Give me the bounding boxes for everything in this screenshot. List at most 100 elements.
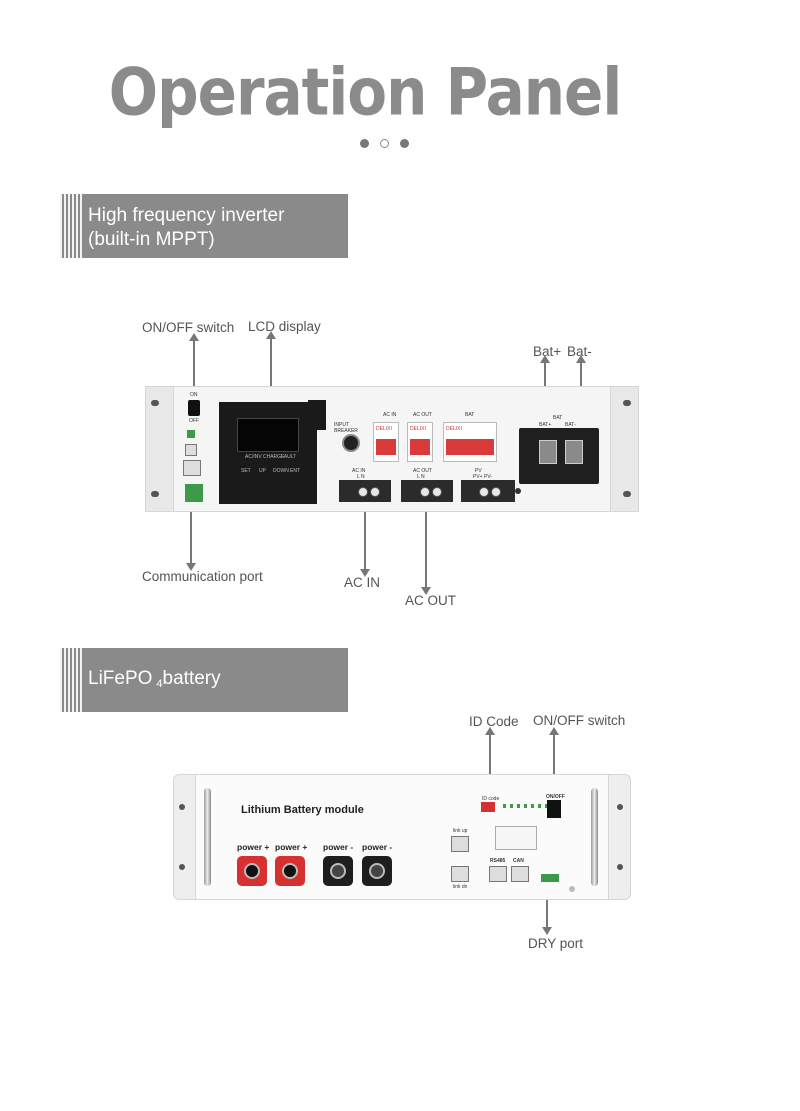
input-breaker-knob[interactable]	[342, 434, 360, 452]
breaker-label-bat: BAT	[465, 412, 475, 418]
breaker-label-acin: AC IN	[383, 412, 397, 418]
callout-ac-in: AC IN	[344, 575, 381, 590]
switch-on-label: ON	[190, 392, 198, 398]
mount-hole	[617, 864, 623, 870]
terminal-screw	[491, 487, 501, 497]
arrow-comm	[186, 512, 196, 571]
link-dn-label: link dn	[453, 884, 468, 890]
rs485-port[interactable]	[489, 866, 507, 882]
arrow-ac-out	[421, 512, 431, 595]
breaker-bat[interactable]	[443, 422, 497, 462]
status-leds	[503, 804, 553, 808]
lcd-led-fault: FAULT	[281, 454, 297, 460]
battery-terminal-block[interactable]	[519, 428, 599, 484]
banner-battery-tail: battery	[162, 668, 221, 689]
lcd-key-down[interactable]: DOWN	[273, 468, 289, 474]
comm-port-green[interactable]	[187, 430, 195, 438]
dry-contact-terminal[interactable]	[185, 484, 203, 502]
battery-power-switch[interactable]	[547, 800, 561, 818]
bat-minus-label: BAT-	[565, 422, 576, 428]
bat-terminal-label: BAT	[553, 415, 563, 421]
banner-stripes	[60, 648, 82, 712]
power-positive-connector[interactable]	[237, 856, 267, 886]
link-up-label: link up	[453, 828, 468, 834]
callout-lcd-display: LCD display	[248, 319, 321, 334]
bat-plus-terminal[interactable]	[539, 440, 557, 464]
callout-ac-out: AC OUT	[405, 593, 457, 608]
terminal-label-pv: PV	[475, 468, 482, 474]
lcd-led-acinv: AC/INV	[245, 454, 262, 460]
battery-onoff-label: ON/OFF	[546, 794, 565, 800]
lcd-screen	[237, 418, 299, 452]
arrow-lcd	[266, 331, 276, 406]
mount-hole	[617, 804, 623, 810]
inverter-device: ON OFF AC/INV CHARGE FAULT SET UP DOWN E…	[145, 386, 639, 512]
breaker-acin[interactable]	[373, 422, 399, 462]
power-label-pos1: power +	[237, 842, 270, 852]
callout-onoff-switch: ON/OFF switch	[142, 320, 235, 335]
section-banner-inverter: High frequency inverter (built-in MPPT)	[60, 194, 348, 258]
callout-communication-port: Communication port	[142, 569, 263, 584]
page-title: Operation Panel	[108, 53, 622, 131]
lcd-key-up[interactable]: UP	[259, 468, 266, 474]
terminal-screw	[370, 487, 380, 497]
input-breaker-label: INPUT BREAKER	[334, 422, 358, 434]
lcd-key-set[interactable]: SET	[241, 468, 251, 474]
carousel-dot[interactable]	[360, 139, 369, 148]
terminal-label-acin: AC IN	[352, 468, 366, 474]
power-switch[interactable]	[188, 400, 200, 416]
banner-title-line1: High frequency inverter	[88, 205, 285, 226]
power-positive-connector[interactable]	[275, 856, 305, 886]
lcd-key-ent[interactable]: ENT	[290, 468, 300, 474]
usb-port[interactable]	[185, 444, 197, 456]
terminal-sub-acout: L N	[417, 474, 425, 480]
id-code-label: ID code	[482, 796, 500, 802]
power-label-neg2: power -	[362, 842, 393, 852]
breaker-acout[interactable]	[407, 422, 433, 462]
terminal-sub-acin: L N	[357, 474, 365, 480]
power-negative-connector[interactable]	[362, 856, 392, 886]
lcd-led-charge: CHARGE	[263, 454, 285, 460]
rj45-port[interactable]	[183, 460, 201, 476]
power-negative-connector[interactable]	[323, 856, 353, 886]
breaker-label-acout: AC OUT	[413, 412, 432, 418]
carousel-dot[interactable]	[380, 139, 389, 148]
dry-port-connector[interactable]	[541, 874, 559, 882]
module-name: Lithium Battery module	[241, 804, 364, 816]
terminal-screw	[420, 487, 430, 497]
left-handle[interactable]	[204, 788, 211, 886]
carousel-dot[interactable]	[400, 139, 409, 148]
power-label-neg1: power -	[323, 842, 354, 852]
banner-battery-subscript: 4	[156, 678, 163, 690]
ground-screw	[515, 488, 521, 494]
callout-battery-onoff: ON/OFF switch	[533, 713, 626, 728]
ground-screw	[569, 886, 575, 892]
mount-hole	[151, 491, 159, 497]
lcd-module-tab	[308, 400, 326, 430]
mount-hole	[179, 804, 185, 810]
breaker-brand-acin: DELIXI	[376, 426, 392, 432]
arrow-onoff	[189, 333, 199, 388]
carousel-dots	[360, 139, 410, 149]
mount-hole	[179, 864, 185, 870]
arrow-id-code	[485, 727, 495, 774]
battery-device: Lithium Battery module power + power + p…	[173, 774, 631, 900]
callout-dry-port: DRY port	[528, 936, 584, 951]
banner-stripes	[60, 194, 82, 258]
bat-minus-terminal[interactable]	[565, 440, 583, 464]
bat-plus-label: BAT+	[539, 422, 552, 428]
terminal-screw	[479, 487, 489, 497]
can-port[interactable]	[511, 866, 529, 882]
banner-title-line2: (built-in MPPT)	[88, 229, 215, 250]
switch-off-label: OFF	[189, 418, 199, 424]
link-up-port[interactable]	[451, 836, 469, 852]
terminal-screw	[358, 487, 368, 497]
arrow-dry-port	[542, 890, 552, 935]
right-handle[interactable]	[591, 788, 598, 886]
link-dn-port[interactable]	[451, 866, 469, 882]
id-code-switch[interactable]	[481, 802, 495, 812]
arrow-battery-onoff	[549, 727, 559, 774]
terminal-screw	[432, 487, 442, 497]
power-label-pos2: power +	[275, 842, 308, 852]
